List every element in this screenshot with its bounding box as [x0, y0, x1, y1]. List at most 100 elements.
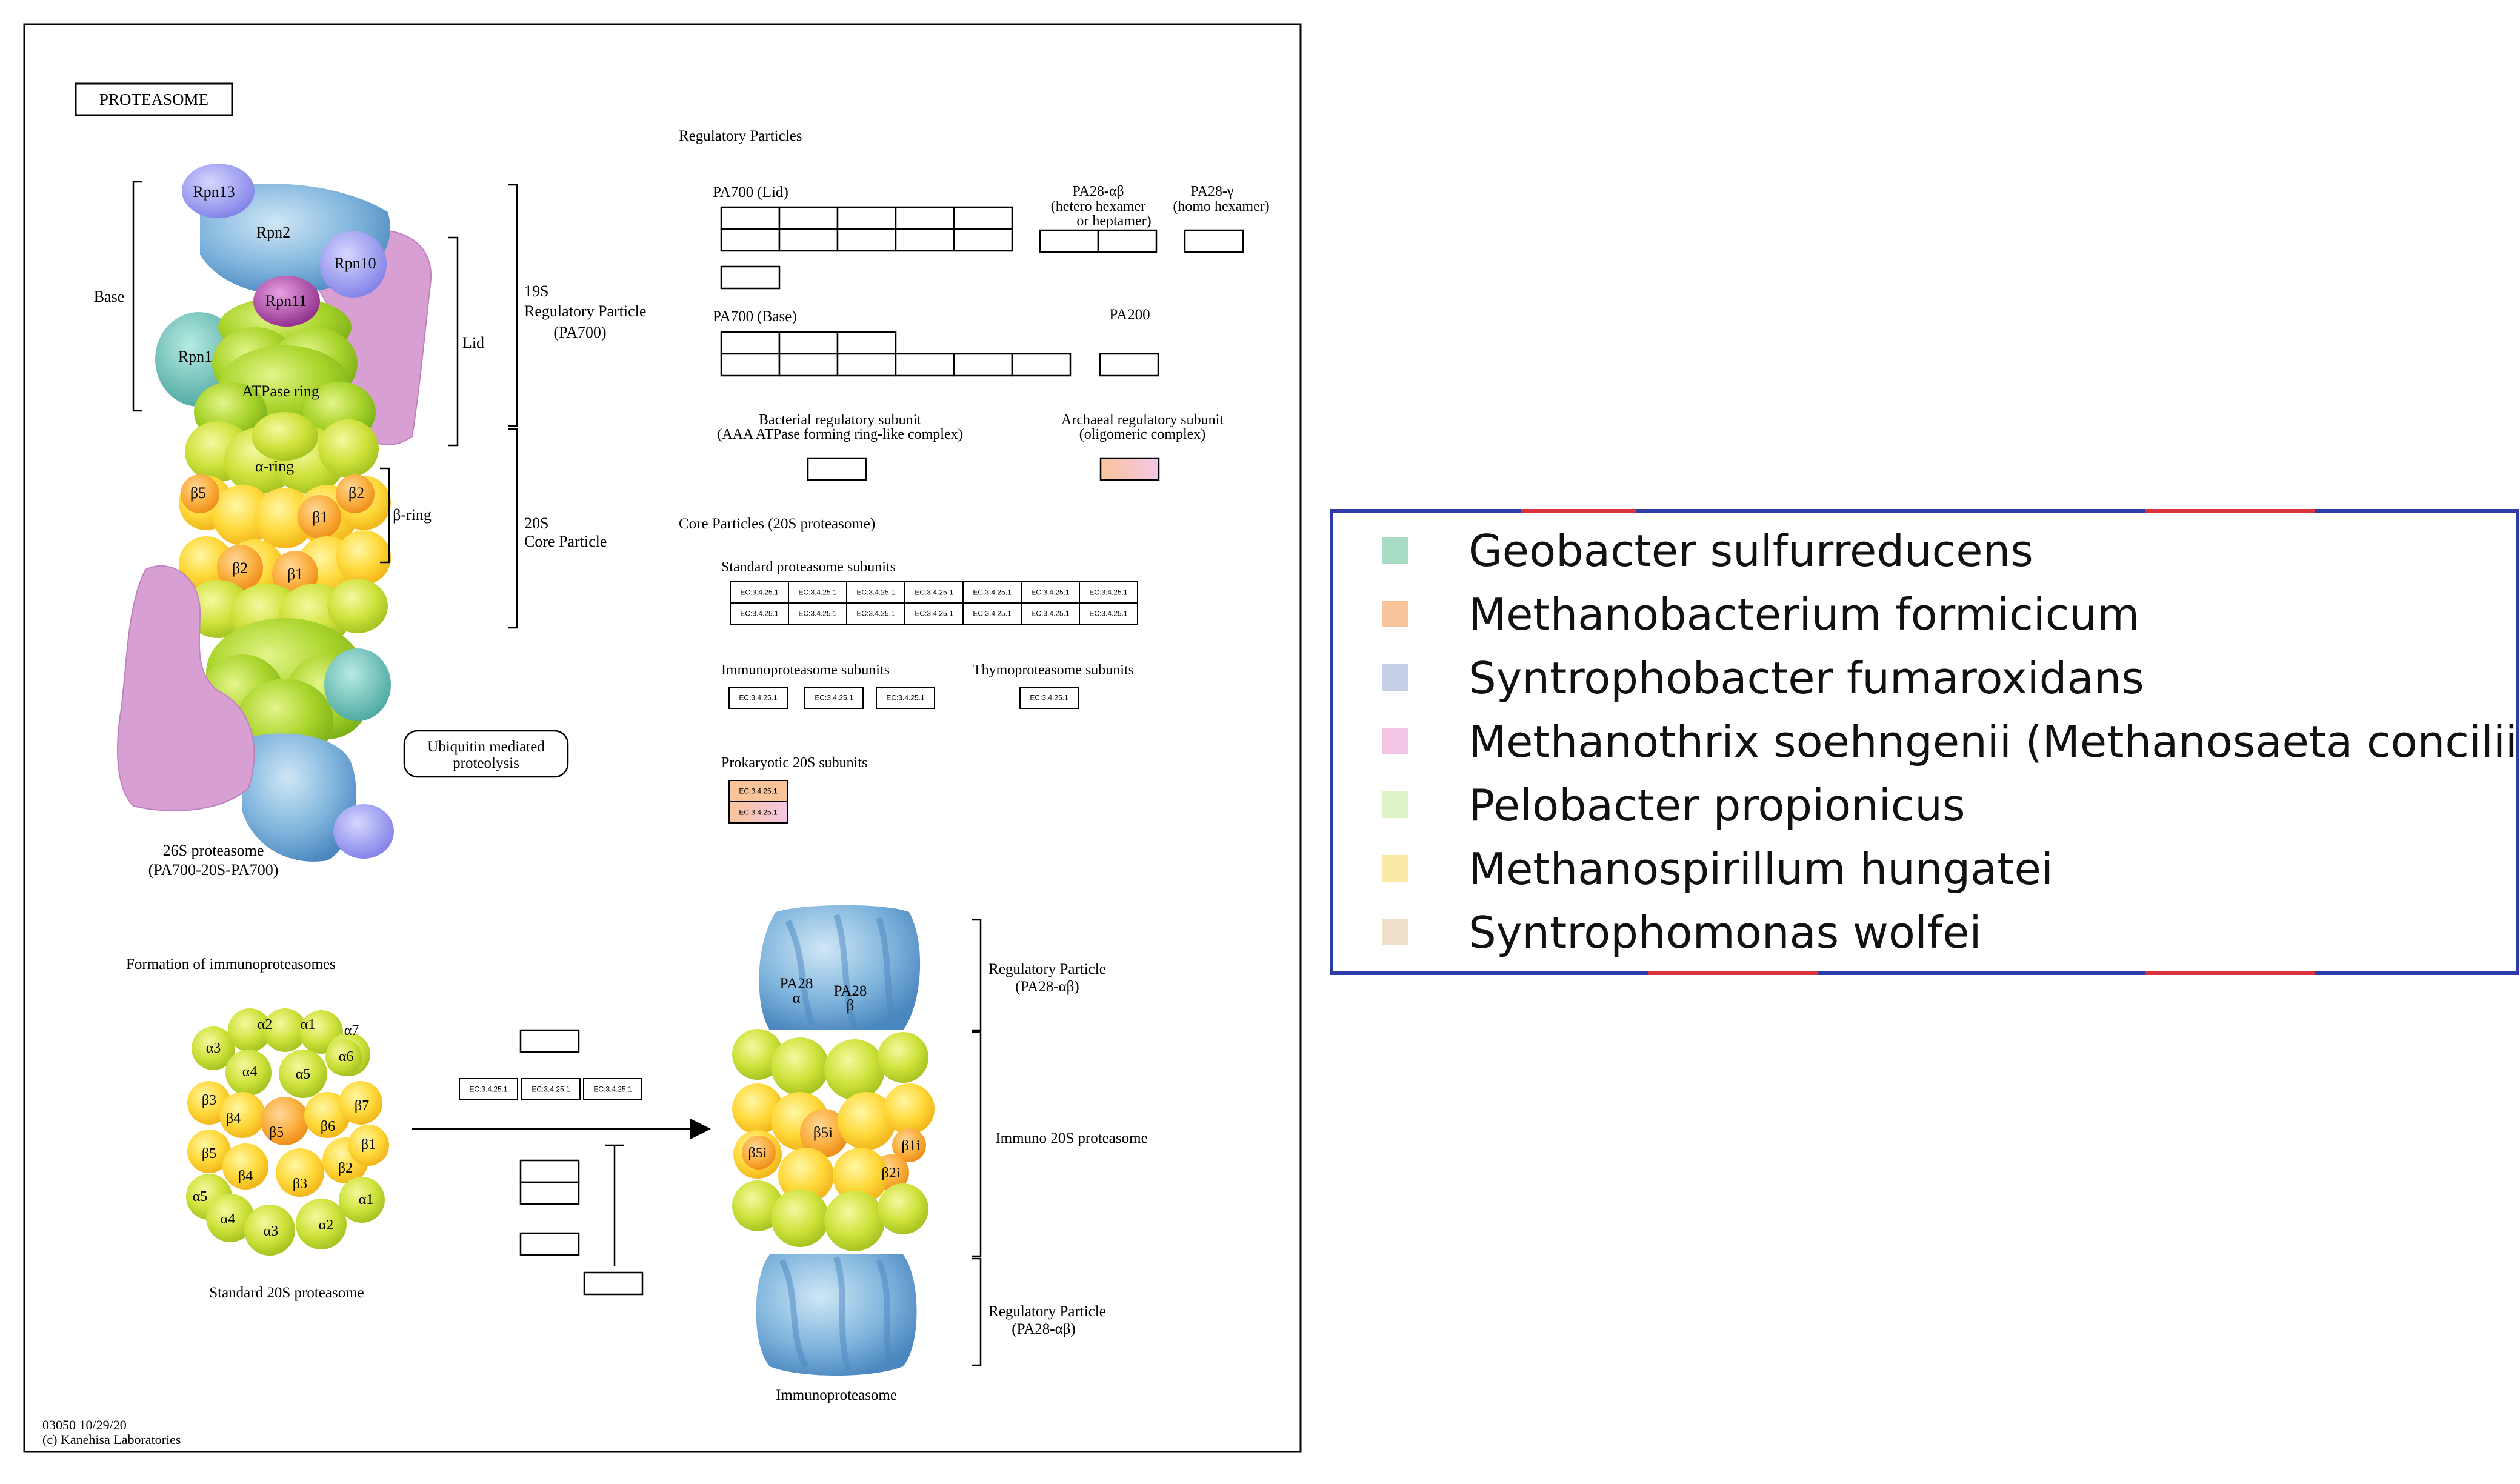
ec-box[interactable]: EC:3.4.25.1: [962, 581, 1022, 604]
gene-box[interactable]: [836, 353, 897, 377]
label-b5i-left: β5i: [748, 1145, 767, 1161]
ec-box-frame[interactable]: [728, 687, 788, 709]
ec-box-frame[interactable]: [1079, 581, 1138, 604]
legend-items: Geobacter sulfurreducensMethanobacterium…: [1382, 525, 2520, 958]
gene-box-bacterial[interactable]: [807, 457, 867, 481]
ec-number-label: EC:3.4.25.1: [739, 694, 778, 702]
ec-box[interactable]: EC:3.4.25.1: [521, 1078, 581, 1100]
gene-box[interactable]: [519, 1232, 580, 1256]
gene-box[interactable]: [836, 206, 897, 230]
gene-box[interactable]: [778, 228, 839, 252]
ec-box-frame[interactable]: [876, 687, 935, 709]
ec-box-frame[interactable]: [962, 581, 1022, 604]
gene-box[interactable]: [953, 353, 1013, 377]
ec-box[interactable]: EC:3.4.25.1: [1079, 581, 1138, 604]
ec-box[interactable]: EC:3.4.25.1: [728, 801, 788, 824]
ec-box-frame[interactable]: [728, 801, 788, 824]
ubiquitin-proteolysis-map-link[interactable]: [403, 730, 569, 778]
gene-box-pa28-beta[interactable]: [1097, 229, 1158, 253]
standard-20s-illustration: [186, 1008, 389, 1256]
ec-box[interactable]: EC:3.4.25.1: [788, 602, 847, 625]
ec-box[interactable]: EC:3.4.25.1: [459, 1078, 518, 1100]
ec-box[interactable]: EC:3.4.25.1: [788, 581, 847, 604]
label-reg-bottom-line2: (PA28-αβ): [1012, 1321, 1075, 1337]
gene-box[interactable]: [583, 1271, 644, 1296]
gene-box[interactable]: [895, 228, 955, 252]
ec-box-frame[interactable]: [1019, 687, 1079, 709]
ec-box[interactable]: EC:3.4.25.1: [1021, 581, 1080, 604]
ec-number-label: EC:3.4.25.1: [1030, 694, 1068, 702]
legend-item: Pelobacter propionicus: [1382, 780, 1965, 831]
ec-box[interactable]: EC:3.4.25.1: [730, 602, 789, 625]
gene-box[interactable]: [720, 265, 781, 290]
gene-box[interactable]: [1011, 353, 1072, 377]
ec-number-label: EC:3.4.25.1: [740, 610, 779, 618]
ec-box[interactable]: EC:3.4.25.1: [904, 581, 964, 604]
legend-frame: [1330, 509, 2519, 975]
ec-box[interactable]: EC:3.4.25.1: [846, 602, 905, 625]
gene-box[interactable]: [720, 206, 781, 230]
ec-box-frame[interactable]: [730, 602, 789, 625]
ec-box[interactable]: EC:3.4.25.1: [730, 581, 789, 604]
ec-box-frame[interactable]: [962, 602, 1022, 625]
gene-box[interactable]: [519, 1159, 580, 1183]
subunit-label: β2: [338, 1160, 353, 1176]
gene-box[interactable]: [778, 331, 839, 355]
legend-swatch: [1382, 855, 1408, 882]
ec-box-frame[interactable]: [846, 602, 905, 625]
gene-box[interactable]: [836, 331, 897, 355]
ec-box-frame[interactable]: [521, 1078, 581, 1100]
gene-box[interactable]: [895, 206, 955, 230]
ec-box-frame[interactable]: [804, 687, 864, 709]
gene-box[interactable]: [836, 228, 897, 252]
ec-box[interactable]: EC:3.4.25.1: [962, 602, 1022, 625]
ec-box[interactable]: EC:3.4.25.1: [1079, 602, 1138, 625]
ec-box-frame[interactable]: [728, 780, 788, 802]
gene-box-pa28-alpha[interactable]: [1039, 229, 1099, 253]
ec-box-frame[interactable]: [904, 581, 964, 604]
label-rpn10: Rpn10: [334, 255, 376, 272]
gene-box[interactable]: [720, 353, 781, 377]
gene-box-pa200[interactable]: [1099, 353, 1159, 377]
gene-box[interactable]: [895, 353, 955, 377]
subunit-label: α1: [359, 1192, 374, 1208]
gene-box[interactable]: [778, 206, 839, 230]
gene-box[interactable]: [720, 228, 781, 252]
ec-box-frame[interactable]: [1021, 602, 1080, 625]
ec-box[interactable]: EC:3.4.25.1: [1019, 687, 1079, 709]
ec-box[interactable]: EC:3.4.25.1: [728, 687, 788, 709]
ec-box-frame[interactable]: [846, 581, 905, 604]
label-ubiquitin: Ubiquitin mediated: [427, 739, 545, 755]
footer-map-id: 03050 10/29/20: [42, 1417, 127, 1432]
ec-box[interactable]: EC:3.4.25.1: [876, 687, 935, 709]
ec-box[interactable]: EC:3.4.25.1: [846, 581, 905, 604]
ec-number-label: EC:3.4.25.1: [1031, 588, 1070, 597]
ec-box-frame[interactable]: [583, 1078, 642, 1100]
ec-box[interactable]: EC:3.4.25.1: [804, 687, 864, 709]
gene-box[interactable]: [720, 331, 781, 355]
legend-item: Methanospirillum hungatei: [1382, 843, 2053, 894]
ec-box-frame[interactable]: [788, 602, 847, 625]
legend-swatch: [1382, 537, 1408, 564]
title-box[interactable]: [75, 82, 233, 116]
ec-box-frame[interactable]: [730, 581, 789, 604]
map-title: PROTEASOME: [99, 90, 208, 108]
ec-box-frame[interactable]: [459, 1078, 518, 1100]
gene-box[interactable]: [519, 1181, 580, 1205]
ec-box[interactable]: EC:3.4.25.1: [728, 780, 788, 802]
legend-item: Methanobacterium formicicum: [1382, 589, 2139, 640]
gene-box-pa28-gamma[interactable]: [1184, 229, 1244, 253]
legend-item: Geobacter sulfurreducens: [1382, 525, 2033, 576]
gene-box[interactable]: [519, 1029, 580, 1053]
ec-box-frame[interactable]: [1079, 602, 1138, 625]
bracket-reg-bottom: [972, 1257, 982, 1366]
ec-box[interactable]: EC:3.4.25.1: [904, 602, 964, 625]
subunit-label: β4: [238, 1168, 253, 1184]
gene-box-archaeal[interactable]: [1099, 457, 1160, 481]
gene-box[interactable]: [953, 206, 1013, 230]
gene-box[interactable]: [953, 228, 1013, 252]
ec-box[interactable]: EC:3.4.25.1: [1021, 602, 1080, 625]
ec-box[interactable]: EC:3.4.25.1: [583, 1078, 642, 1100]
heading-regulatory-particles: Regulatory Particles: [679, 128, 802, 144]
gene-box[interactable]: [778, 353, 839, 377]
